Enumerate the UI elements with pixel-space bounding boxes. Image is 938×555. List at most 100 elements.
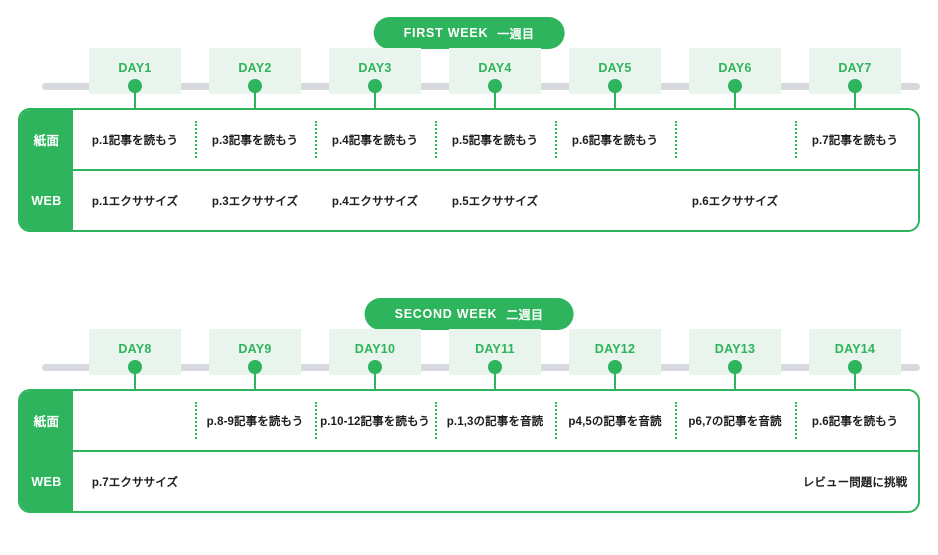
schedule-cell[interactable]: p.1,3の記事を音読: [447, 391, 543, 450]
day-label: DAY2: [238, 61, 272, 75]
schedule-cell[interactable]: p.3記事を読もう: [209, 110, 301, 169]
row-label-print: 紙面: [20, 391, 73, 450]
day-label: DAY14: [834, 342, 876, 356]
row-cells: p.1記事を読もう p.3記事を読もう p.4記事を読もう p.5記事を読もう p.6記…: [73, 110, 918, 169]
schedule-cell[interactable]: p.5記事を読もう: [449, 110, 541, 169]
day-marker-day14[interactable]: DAY14: [809, 329, 901, 391]
cell-divider: [555, 121, 557, 158]
day-dot-icon: [728, 79, 742, 93]
day-label: DAY8: [118, 342, 152, 356]
day-marker-day12[interactable]: DAY12: [569, 329, 661, 391]
schedule-row-web: WEB p.7エクササイズ レビュー問題に挑戦: [20, 452, 918, 511]
day-connector-line: [734, 369, 736, 391]
schedule-cell-text: p.6記事を読もう: [811, 415, 899, 428]
schedule-cell-text: p.4エクササイズ: [331, 195, 419, 208]
schedule-cell[interactable]: p.1記事を読もう: [89, 110, 181, 169]
schedule-cell[interactable]: p4,5の記事を音読: [568, 391, 662, 450]
day-dot-icon: [248, 79, 262, 93]
schedule-cell[interactable]: p.4記事を読もう: [329, 110, 421, 169]
day-marker-day3[interactable]: DAY3: [329, 48, 421, 110]
schedule-row-web: WEB p.1エクササイズ p.3エクササイズ p.4エクササイズ p.5エクササイズ p…: [20, 171, 918, 230]
day-dot-icon: [248, 360, 262, 374]
day-connector-line: [374, 369, 376, 391]
row-label-web: WEB: [20, 452, 73, 511]
schedule-cell[interactable]: p.10-12記事を読もう: [320, 391, 430, 450]
cell-divider: [195, 121, 197, 158]
day-marker-day9[interactable]: DAY9: [209, 329, 301, 391]
day-label: DAY6: [718, 61, 752, 75]
schedule-cell[interactable]: [89, 391, 181, 450]
day-marker-day1[interactable]: DAY1: [89, 48, 181, 110]
day-label: DAY10: [354, 342, 396, 356]
schedule-cell-text: p.3エクササイズ: [211, 195, 299, 208]
schedule-cell[interactable]: p.7エクササイズ: [89, 452, 181, 511]
schedule-cell[interactable]: p.7記事を読もう: [809, 110, 901, 169]
cell-divider: [435, 121, 437, 158]
day-label: DAY9: [238, 342, 272, 356]
schedule-cell[interactable]: p.6エクササイズ: [569, 171, 901, 230]
schedule-cell[interactable]: p.3エクササイズ: [209, 171, 301, 230]
day-marker-day4[interactable]: DAY4: [449, 48, 541, 110]
schedule-cell-text: p.5記事を読もう: [451, 134, 539, 147]
schedule-cell[interactable]: [689, 110, 781, 169]
day-connector-line: [494, 369, 496, 391]
schedule-cell[interactable]: p.5エクササイズ: [449, 171, 541, 230]
day-marker-day5[interactable]: DAY5: [569, 48, 661, 110]
day-connector-line: [254, 88, 256, 110]
row-label-print: 紙面: [20, 110, 73, 169]
day-marker-day10[interactable]: DAY10: [329, 329, 421, 391]
day-box: DAY11: [449, 329, 541, 375]
day-connector-line: [254, 369, 256, 391]
day-label: DAY7: [838, 61, 872, 75]
cell-divider: [675, 402, 677, 439]
day-marker-day11[interactable]: DAY11: [449, 329, 541, 391]
schedule-cell-text: p.8-9記事を読もう: [206, 415, 304, 428]
day-marker-day13[interactable]: DAY13: [689, 329, 781, 391]
day-marker-day7[interactable]: DAY7: [809, 48, 901, 110]
day-label: DAY3: [358, 61, 392, 75]
day-marker-day6[interactable]: DAY6: [689, 48, 781, 110]
schedule-cell-text: p4,5の記事を音読: [568, 415, 662, 428]
day-dot-icon: [608, 79, 622, 93]
schedule-cell-text: p.6エクササイズ: [691, 195, 779, 208]
day-connector-line: [614, 369, 616, 391]
cell-divider: [555, 402, 557, 439]
week-pill-en-label: SECOND WEEK: [394, 307, 498, 321]
day-connector-line: [134, 369, 136, 391]
schedule-cell-text: p.1エクササイズ: [91, 195, 179, 208]
schedule-cell-text: p6,7の記事を音読: [688, 415, 782, 428]
schedule-cell[interactable]: p.6記事を読もう: [809, 391, 901, 450]
schedule-cell[interactable]: レビュー問題に挑戦: [803, 452, 907, 511]
day-marker-day8[interactable]: DAY8: [89, 329, 181, 391]
day-connector-line: [134, 88, 136, 110]
schedule-cell[interactable]: p.6記事を読もう: [569, 110, 661, 169]
day-connector-line: [854, 88, 856, 110]
day-marker-day2[interactable]: DAY2: [209, 48, 301, 110]
schedule-cell-text: p.5エクササイズ: [451, 195, 539, 208]
day-connector-line: [494, 88, 496, 110]
day-box: DAY9: [209, 329, 301, 375]
schedule-cell-text: p.6記事を読もう: [571, 134, 659, 147]
schedule-cell[interactable]: p.1エクササイズ: [89, 171, 181, 230]
schedule-cell-text: p.7エクササイズ: [91, 476, 179, 489]
week-pill-en-label: FIRST WEEK: [403, 26, 489, 40]
day-connector-line: [854, 369, 856, 391]
row-label-web: WEB: [20, 171, 73, 230]
day-label: DAY5: [598, 61, 632, 75]
schedule-cell[interactable]: p6,7の記事を音読: [688, 391, 782, 450]
day-connector-line: [614, 88, 616, 110]
schedule-cell[interactable]: p.8-9記事を読もう: [206, 391, 304, 450]
cell-divider: [435, 402, 437, 439]
day-label: DAY1: [118, 61, 152, 75]
schedule-cell[interactable]: p.4エクササイズ: [329, 171, 421, 230]
day-dot-icon: [488, 360, 502, 374]
row-cells: p.7エクササイズ レビュー問題に挑戦: [73, 452, 918, 511]
